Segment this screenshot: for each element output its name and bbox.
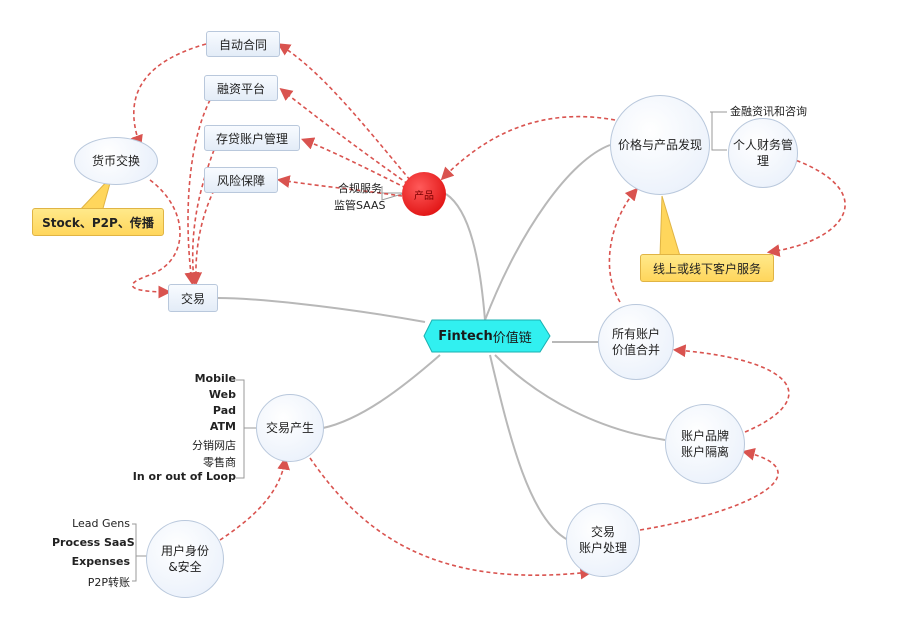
- trade-gen-label: 交易产生: [265, 421, 314, 435]
- account-process-line2: 账户处理: [578, 541, 627, 555]
- branch-tradegen: [322, 354, 441, 429]
- currency-exchange-label: 货币交换: [91, 154, 140, 168]
- account-process-line1: 交易: [590, 525, 615, 539]
- product-node[interactable]: 产品: [402, 172, 446, 216]
- branch-product: [445, 193, 486, 321]
- arrow-guard-to-merge: [672, 344, 790, 433]
- channel-mobile: Mobile: [194, 372, 236, 385]
- channel-pad: Pad: [212, 404, 236, 417]
- saas-tag: 监管SAAS: [334, 199, 386, 212]
- arrow-process-to-guard: [639, 448, 779, 531]
- financing-platform-node[interactable]: 融资平台: [204, 75, 278, 101]
- channel-retailer: 零售商: [203, 456, 236, 469]
- branch-trade: [217, 297, 426, 323]
- price-discovery-label: 价格与产品发现: [617, 138, 702, 152]
- arrow-to-risk: [276, 175, 403, 197]
- branch-guard: [494, 354, 666, 441]
- arrow-to-smart-contract: [277, 43, 411, 181]
- branch-process: [489, 354, 569, 541]
- price-discovery-node[interactable]: 价格与产品发现: [610, 95, 710, 195]
- account-merge-line2: 价值合并: [611, 343, 660, 357]
- service-note-pointer: [659, 195, 681, 257]
- account-guard-line1: 账户品牌: [680, 429, 729, 443]
- personal-finance-node[interactable]: 个人财务管理: [728, 118, 798, 188]
- deposit-loan-node[interactable]: 存贷账户管理: [204, 125, 300, 151]
- arrow-risk-to-trade: [189, 189, 215, 286]
- arrow-merge-to-price: [608, 187, 639, 303]
- identity-expenses: Expenses: [71, 555, 130, 568]
- exchange-note[interactable]: Stock、P2P、传播: [32, 208, 164, 236]
- channel-web: Web: [208, 388, 236, 401]
- identity-node[interactable]: 用户身份 &安全: [146, 520, 224, 598]
- currency-exchange-node[interactable]: 货币交换: [74, 137, 158, 185]
- arrow-to-financing: [279, 88, 409, 185]
- account-guard-node[interactable]: 账户品牌 账户隔离: [665, 404, 745, 484]
- channel-loop: In or out of Loop: [132, 470, 236, 483]
- account-merge-line1: 所有账户: [611, 327, 660, 341]
- branch-price: [484, 144, 611, 321]
- thin-connectors: [132, 111, 727, 582]
- arrow-tradegen-to-process: [309, 457, 594, 580]
- arrow-price-to-product: [440, 115, 616, 181]
- main-branches: [217, 144, 666, 541]
- trade-node[interactable]: 交易: [168, 284, 218, 312]
- channel-distribution: 分销网店: [192, 439, 236, 452]
- identity-p2p: P2P转账: [87, 576, 130, 589]
- account-guard-line2: 账户隔离: [680, 445, 729, 459]
- personal-finance-label: 个人财务管理: [732, 138, 793, 168]
- smart-contract-node[interactable]: 自动合同: [206, 31, 280, 57]
- arrow-contract-to-exchange: [130, 43, 207, 149]
- relation-arrows: [130, 43, 846, 580]
- finance-info-leaf: 金融资讯和咨询: [730, 105, 807, 118]
- identity-process-saas: Process SaaS: [52, 536, 135, 549]
- identity-line1: 用户身份: [160, 544, 209, 558]
- account-process-node[interactable]: 交易 账户处理: [566, 503, 640, 577]
- compliance-tag: 合规服务: [338, 182, 382, 195]
- identity-line2: &安全: [168, 560, 202, 574]
- arrow-pfm-to-service: [766, 157, 846, 257]
- arrow-financing-to-trade: [184, 99, 211, 286]
- identity-lead-gens: Lead Gens: [72, 517, 130, 530]
- center-title-rest: 价值链: [492, 330, 532, 346]
- arrow-exchange-to-trade: [131, 179, 181, 299]
- arrow-deposit-to-trade: [186, 149, 215, 286]
- trade-gen-node[interactable]: 交易产生: [256, 394, 324, 462]
- channel-atm: ATM: [209, 420, 236, 433]
- center-title-main: Fintech: [438, 328, 493, 344]
- center-hexagon: [423, 319, 551, 353]
- risk-protection-node[interactable]: 风险保障: [204, 167, 278, 193]
- account-merge-node[interactable]: 所有账户 价值合并: [598, 304, 674, 380]
- product-node-label: 产品: [414, 190, 434, 202]
- customer-service-note[interactable]: 线上或线下客户服务: [640, 254, 774, 282]
